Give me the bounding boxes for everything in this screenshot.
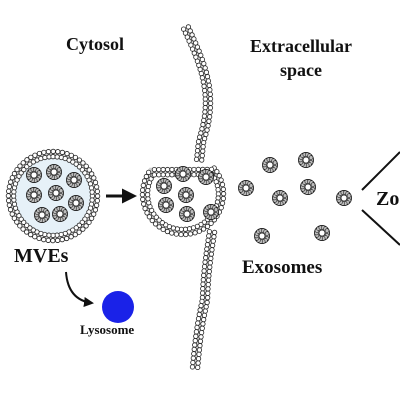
exosome	[336, 190, 352, 206]
lysosome-label: Lysosome	[80, 322, 135, 337]
pointer-line-upper	[361, 151, 400, 191]
extracellular-label-line2: space	[280, 60, 322, 80]
intraluminal-vesicle	[46, 164, 62, 180]
mve-fusing	[139, 165, 227, 238]
vesicles	[26, 152, 352, 244]
exosome	[300, 179, 316, 195]
exosome	[254, 228, 270, 244]
degradation-arrow	[65, 271, 94, 307]
intraluminal-vesicle	[26, 167, 42, 183]
fusing-vesicle	[179, 206, 195, 222]
cut-off-label: Zo	[376, 188, 400, 210]
exosome	[298, 152, 314, 168]
intraluminal-vesicle	[34, 207, 50, 223]
intraluminal-vesicle	[48, 185, 64, 201]
extracellular-label-line1: Extracellular	[250, 36, 352, 56]
fusing-vesicle	[203, 204, 219, 220]
fusing-vesicle	[158, 197, 174, 213]
plasma-membrane-upper	[181, 24, 214, 163]
fusing-vesicle	[178, 187, 194, 203]
intraluminal-vesicle	[66, 172, 82, 188]
intraluminal-vesicle	[68, 195, 84, 211]
fusing-vesicle	[175, 166, 191, 182]
exosomes-label: Exosomes	[242, 257, 323, 278]
cytosol-label: Cytosol	[66, 34, 124, 54]
fusing-vesicle	[156, 178, 172, 194]
mve-fusing-membrane	[139, 165, 227, 238]
plasma-membrane-lower	[189, 229, 218, 371]
extracellular-space-label: Extracellular space	[226, 34, 376, 82]
intraluminal-vesicle	[26, 187, 42, 203]
mves-label: MVEs	[14, 245, 69, 267]
fusing-vesicle	[198, 169, 214, 185]
exosome	[314, 225, 330, 241]
lysosome-sphere	[102, 291, 134, 323]
intraluminal-vesicle	[52, 206, 68, 222]
exosome	[238, 180, 254, 196]
exosome	[262, 157, 278, 173]
pointer-line-lower	[361, 209, 400, 246]
mve-free-membrane	[5, 148, 101, 244]
plasma-membrane	[181, 24, 218, 371]
exosome	[272, 190, 288, 206]
